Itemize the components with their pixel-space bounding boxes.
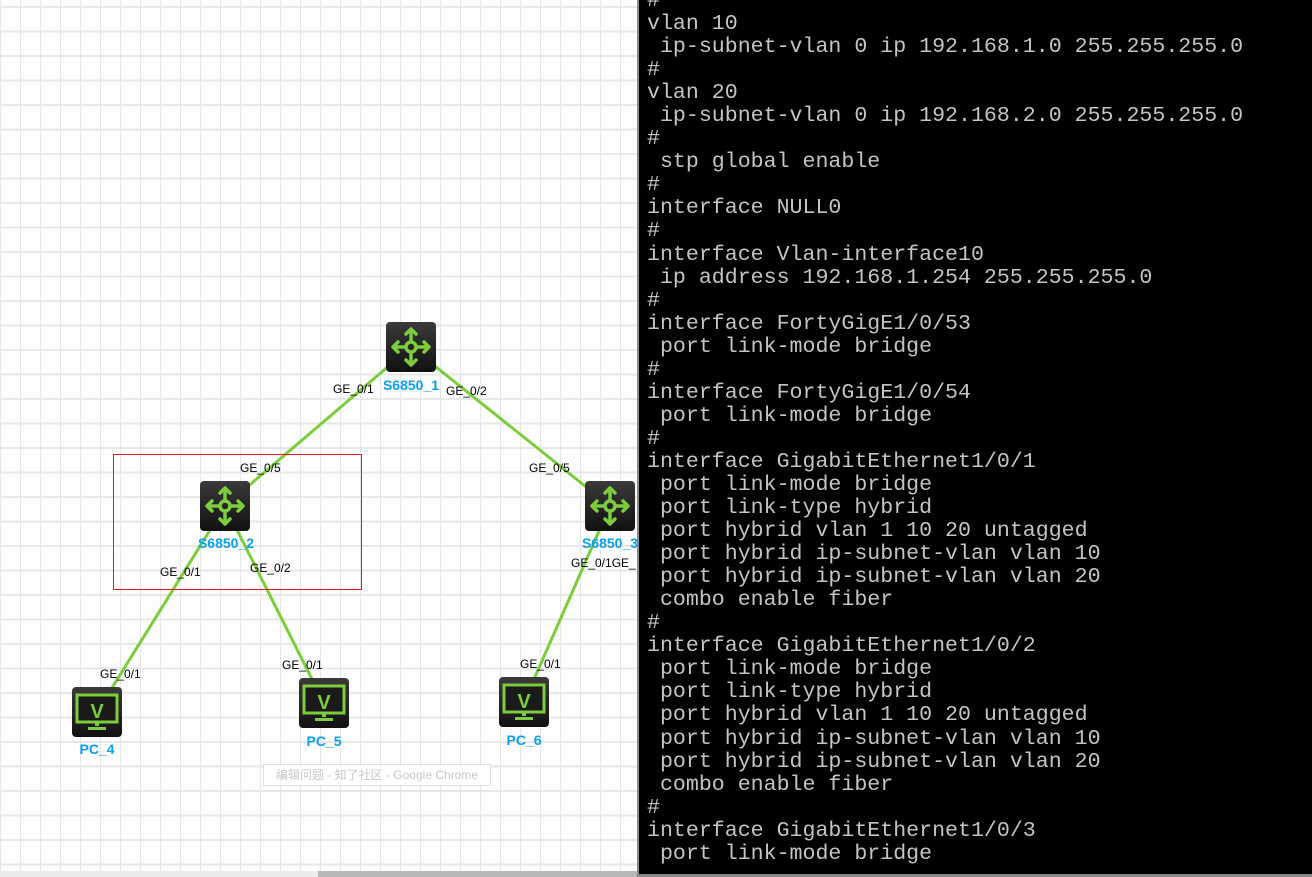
pc-5[interactable]: V bbox=[299, 678, 349, 728]
terminal-line: interface GigabitEthernet1/0/2 bbox=[647, 634, 1036, 659]
link-s2-pc4[interactable] bbox=[95, 505, 227, 713]
terminal-line: port link-mode bridge bbox=[647, 334, 933, 359]
terminal-line: stp global enable bbox=[647, 150, 881, 175]
terminal-line: interface GigabitEthernet1/0/3 bbox=[647, 818, 1036, 843]
link-s2-pc5[interactable] bbox=[223, 505, 326, 704]
port-label: GE_0/1 bbox=[520, 657, 561, 671]
terminal-window[interactable]: #vlan 10 ip-subnet-vlan 0 ip 192.168.1.0… bbox=[637, 0, 1312, 877]
node-label[interactable]: S6850_2 bbox=[197, 535, 255, 551]
monitor-icon: V bbox=[75, 693, 119, 730]
terminal-line: # bbox=[647, 127, 660, 152]
node-label[interactable]: S6850_1 bbox=[382, 377, 440, 393]
selection-rectangle bbox=[113, 454, 362, 590]
terminal-line: port hybrid ip-subnet-vlan vlan 20 bbox=[647, 749, 1101, 774]
terminal-line: # bbox=[647, 611, 660, 636]
port-label: GE_0/1 bbox=[160, 565, 201, 579]
terminal-line: port hybrid ip-subnet-vlan vlan 10 bbox=[647, 542, 1101, 567]
terminal-line: port hybrid ip-subnet-vlan vlan 20 bbox=[647, 565, 1101, 590]
terminal-line: port link-type hybrid bbox=[647, 680, 933, 705]
terminal-line: # bbox=[647, 426, 660, 451]
terminal-line: # bbox=[647, 58, 660, 83]
node-label[interactable]: PC_5 bbox=[306, 733, 342, 749]
port-label: GE_0/1GE_ bbox=[571, 556, 636, 570]
pc-glyph: V bbox=[90, 701, 104, 723]
terminal-line: port link-mode bridge bbox=[647, 403, 933, 428]
terminal-line: interface NULL0 bbox=[647, 196, 842, 221]
terminal-line: port link-mode bridge bbox=[647, 657, 933, 682]
port-label: GE_0/5 bbox=[529, 461, 570, 475]
switch-s6850-1[interactable] bbox=[386, 322, 436, 372]
port-label: GE_0/1 bbox=[282, 658, 323, 672]
monitor-icon: V bbox=[502, 683, 546, 720]
port-label: GE_0/2 bbox=[250, 561, 291, 575]
terminal-line: vlan 20 bbox=[647, 81, 738, 106]
node-label[interactable]: PC_6 bbox=[506, 732, 542, 748]
pc-glyph: V bbox=[317, 692, 331, 714]
terminal-line: # bbox=[647, 173, 660, 198]
link-s1-s3[interactable] bbox=[410, 345, 611, 508]
monitor-icon: V bbox=[302, 684, 346, 721]
port-label: GE_0/5 bbox=[240, 461, 281, 475]
scrollbar-thumb[interactable] bbox=[318, 871, 637, 877]
topology-canvas[interactable]: V V V S6850_1 S6850_2 S6850_3 PC_4 PC_5 … bbox=[0, 0, 637, 877]
port-label: GE_0/2 bbox=[446, 384, 487, 398]
terminal-line: ip-subnet-vlan 0 ip 192.168.1.0 255.255.… bbox=[647, 35, 1244, 60]
terminal-line: # bbox=[647, 795, 660, 820]
terminal-line: # bbox=[647, 0, 660, 13]
terminal-line: port hybrid vlan 1 10 20 untagged bbox=[647, 519, 1088, 544]
node-label[interactable]: PC_4 bbox=[79, 741, 115, 757]
terminal-line: # bbox=[647, 219, 660, 244]
terminal-output: #vlan 10 ip-subnet-vlan 0 ip 192.168.1.0… bbox=[647, 0, 1243, 866]
switch-s6850-2[interactable] bbox=[200, 481, 250, 531]
horizontal-scrollbar[interactable] bbox=[0, 871, 637, 877]
terminal-line: vlan 10 bbox=[647, 12, 738, 37]
terminal-line: # bbox=[647, 288, 660, 313]
node-label[interactable]: S6850_3 bbox=[581, 535, 637, 551]
links-layer bbox=[95, 345, 612, 713]
terminal-line: interface GigabitEthernet1/0/1 bbox=[647, 449, 1036, 474]
terminal-line: combo enable fiber bbox=[647, 772, 894, 797]
switch-arrows-icon bbox=[205, 486, 245, 526]
terminal-line: port hybrid ip-subnet-vlan vlan 10 bbox=[647, 726, 1101, 751]
port-label: GE_0/1 bbox=[333, 382, 374, 396]
pc-6[interactable]: V bbox=[499, 677, 549, 727]
switch-s6850-3[interactable] bbox=[585, 481, 635, 531]
link-s3-pc6[interactable] bbox=[522, 505, 612, 703]
link-s1-s2[interactable] bbox=[224, 345, 412, 508]
terminal-line: port link-mode bridge bbox=[647, 472, 933, 497]
terminal-line: port link-mode bridge bbox=[647, 841, 933, 866]
pc-4[interactable]: V bbox=[72, 687, 122, 737]
window-tooltip: 编辑问题 - 知了社区 - Google Chrome bbox=[263, 764, 491, 786]
port-label: GE_0/1 bbox=[100, 667, 141, 681]
pc-glyph: V bbox=[517, 691, 531, 713]
terminal-line: interface FortyGigE1/0/53 bbox=[647, 311, 971, 336]
terminal-line: # bbox=[647, 357, 660, 382]
terminal-line: port link-type hybrid bbox=[647, 496, 933, 521]
terminal-line: ip address 192.168.1.254 255.255.255.0 bbox=[647, 265, 1153, 290]
terminal-line: interface FortyGigE1/0/54 bbox=[647, 380, 971, 405]
terminal-line: ip-subnet-vlan 0 ip 192.168.2.0 255.255.… bbox=[647, 104, 1244, 129]
switch-arrows-icon bbox=[391, 327, 431, 367]
terminal-line: port hybrid vlan 1 10 20 untagged bbox=[647, 703, 1088, 728]
terminal-border bbox=[639, 874, 1312, 877]
switch-arrows-icon bbox=[590, 486, 630, 526]
terminal-line: interface Vlan-interface10 bbox=[647, 242, 984, 267]
terminal-line: combo enable fiber bbox=[647, 588, 894, 613]
